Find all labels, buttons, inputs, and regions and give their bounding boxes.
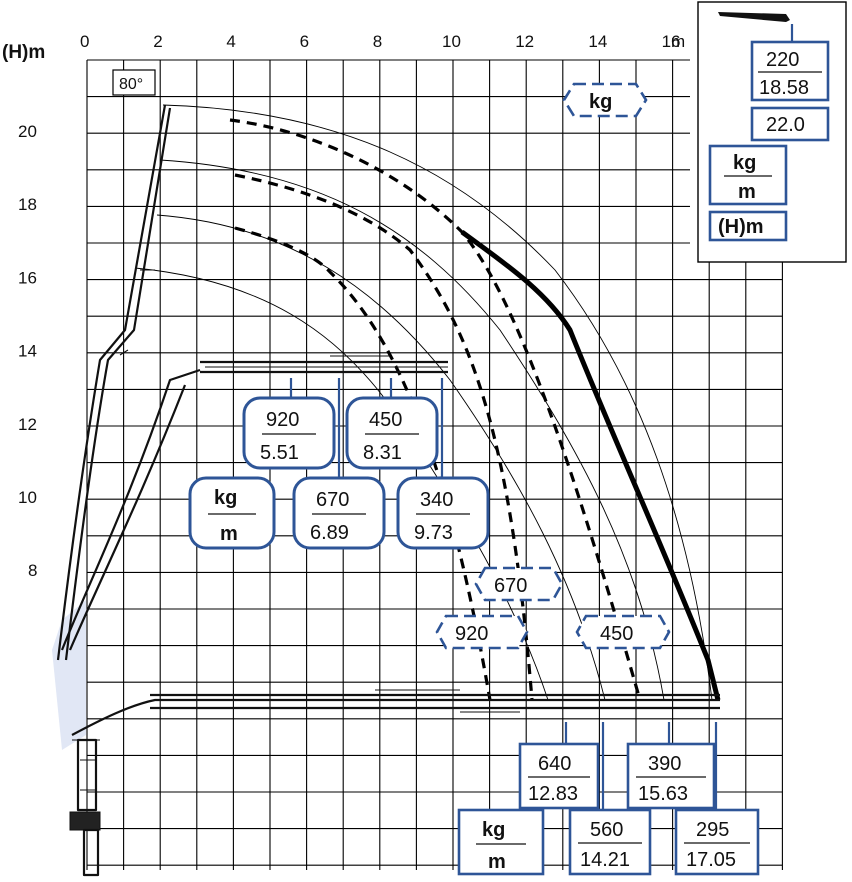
svg-text:220: 220 xyxy=(766,49,799,71)
unit-box-bottom: kg m xyxy=(457,808,545,876)
y-axis-ticks: 20 18 16 14 12 10 8 xyxy=(18,122,37,580)
envelope-tag-670: 670 xyxy=(474,566,564,602)
kg-marker-label: kg xyxy=(589,91,612,113)
svg-text:6.89: 6.89 xyxy=(310,522,349,544)
svg-text:kg: kg xyxy=(733,152,756,174)
max-envelope xyxy=(460,229,721,701)
y-axis-title: (H)m xyxy=(2,42,45,63)
x-tick-label: 2 xyxy=(153,32,162,51)
dashed-envelopes xyxy=(229,118,642,701)
x-tick-label: 10 xyxy=(442,32,461,51)
svg-text:640: 640 xyxy=(538,753,571,775)
load-label-640: 640 12.83 xyxy=(518,742,600,810)
x-tick-label: 4 xyxy=(226,32,235,51)
svg-text:14.21: 14.21 xyxy=(580,849,630,871)
svg-text:(H)m: (H)m xyxy=(718,216,764,238)
svg-text:295: 295 xyxy=(696,819,729,841)
y-tick-label: 10 xyxy=(18,488,37,507)
svg-text:670: 670 xyxy=(494,575,527,597)
svg-text:kg: kg xyxy=(214,487,237,509)
svg-text:670: 670 xyxy=(316,489,349,511)
svg-text:m: m xyxy=(488,851,506,873)
grid xyxy=(86,59,783,870)
x-tick-label: 12 xyxy=(515,32,534,51)
y-tick-label: 12 xyxy=(18,415,37,434)
angle-box xyxy=(112,69,156,96)
svg-text:12.83: 12.83 xyxy=(528,783,578,805)
svg-text:kg: kg xyxy=(482,819,505,841)
kg-marker: kg xyxy=(562,82,648,118)
svg-text:8.31: 8.31 xyxy=(363,442,402,464)
svg-text:390: 390 xyxy=(648,753,681,775)
envelope-tag-450: 450 xyxy=(575,614,671,650)
y-tick-label: 20 xyxy=(18,122,37,141)
load-label-450: 450 8.31 xyxy=(345,396,439,470)
svg-text:m: m xyxy=(220,523,238,545)
svg-text:17.05: 17.05 xyxy=(686,849,736,871)
x-tick-label: 14 xyxy=(588,32,607,51)
angle-label: 80° xyxy=(119,76,143,93)
svg-text:450: 450 xyxy=(369,409,402,431)
x-tick-label: 0 xyxy=(80,32,89,51)
y-tick-label: 14 xyxy=(18,342,37,361)
boom-vertical xyxy=(56,104,172,661)
envelope-tag-920: 920 xyxy=(435,614,529,650)
x-axis-unit: m xyxy=(671,32,685,51)
load-label-295: 295 17.05 xyxy=(674,808,760,876)
x-axis-ticks: 0 2 4 6 8 10 12 14 16 xyxy=(80,32,681,51)
svg-text:920: 920 xyxy=(266,409,299,431)
svg-text:920: 920 xyxy=(455,623,488,645)
svg-text:560: 560 xyxy=(590,819,623,841)
unit-pill-mid: kg m xyxy=(188,476,276,550)
load-label-390: 390 15.63 xyxy=(626,742,716,810)
y-tick-label: 18 xyxy=(18,195,37,214)
svg-text:340: 340 xyxy=(420,489,453,511)
y-tick-label: 16 xyxy=(18,268,37,287)
boom-horizontal xyxy=(71,689,720,736)
svg-text:22.0: 22.0 xyxy=(766,114,805,136)
svg-text:18.58: 18.58 xyxy=(759,77,809,99)
mid-connectors xyxy=(289,378,444,478)
load-label-560: 560 14.21 xyxy=(568,808,652,876)
svg-text:m: m xyxy=(738,181,756,203)
y-tick-label: 8 xyxy=(28,561,37,580)
svg-text:5.51: 5.51 xyxy=(260,442,299,464)
boom-tip-icon xyxy=(718,12,790,22)
svg-text:9.73: 9.73 xyxy=(414,522,453,544)
legend-panel: 220 18.58 22.0 kg m (H)m xyxy=(697,1,847,263)
crane-base xyxy=(69,738,101,877)
x-tick-label: 8 xyxy=(373,32,382,51)
boom-middle xyxy=(60,355,448,651)
load-label-340: 340 9.73 xyxy=(396,476,490,550)
svg-text:15.63: 15.63 xyxy=(638,783,688,805)
svg-text:450: 450 xyxy=(600,623,633,645)
x-tick-label: 16 xyxy=(662,32,681,51)
bottom-connectors xyxy=(564,722,718,810)
load-label-920: 920 5.51 xyxy=(242,396,336,470)
load-label-670: 670 6.89 xyxy=(292,476,386,550)
x-tick-label: 6 xyxy=(300,32,309,51)
